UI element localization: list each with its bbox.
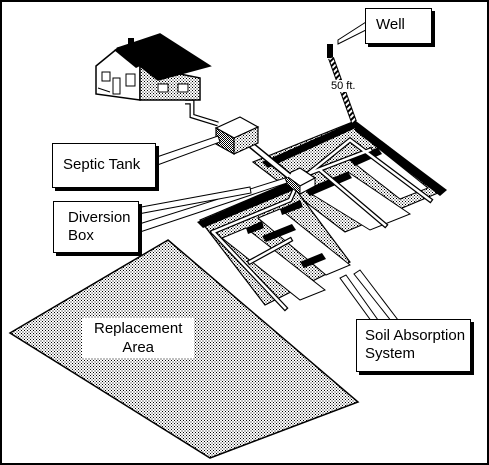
distribution-pipes	[211, 138, 432, 310]
house-drain-pipe-outline	[185, 99, 219, 127]
diversion-box-front	[299, 177, 316, 195]
diversion-box-label-line1: Diversion	[68, 209, 131, 226]
trench-wall	[350, 148, 382, 166]
house-window	[157, 83, 169, 93]
soil-absorption-callout: Soil Absorption System	[356, 319, 471, 372]
trench-wall	[305, 172, 352, 196]
diversion-box-label-line2: Box	[68, 227, 94, 244]
well-distance-label: 50 ft.	[330, 80, 357, 92]
septic-tank-leader	[147, 135, 221, 168]
well-leader	[337, 21, 367, 45]
soil-absorption-label-line2: System	[365, 345, 416, 362]
house	[95, 33, 212, 101]
replacement-area-label: Replacement Area	[82, 318, 195, 358]
trench-wall	[355, 121, 447, 196]
well-label: Well	[376, 16, 405, 33]
chimney	[128, 38, 134, 50]
trench-wall	[197, 182, 294, 228]
house-window	[177, 83, 189, 93]
trench-wall	[262, 224, 296, 242]
house-door	[112, 77, 121, 95]
septic-tank-callout: Septic Tank	[52, 143, 156, 188]
trench-gap	[221, 227, 326, 301]
trench-wall	[262, 121, 358, 168]
diversion-box-callout: Diversion Box	[53, 201, 139, 253]
trench-wall	[246, 221, 264, 234]
septic-tank-label: Septic Tank	[63, 156, 141, 173]
trench-wall	[300, 253, 326, 268]
soil-absorption-label-line1: Soil Absorption	[365, 327, 466, 344]
trench-gap	[257, 208, 351, 276]
replacement-area-label-line1: Replacement	[94, 320, 183, 337]
trench-wall	[280, 200, 303, 215]
callout-leaders	[135, 21, 399, 323]
well-callout: Well	[365, 8, 432, 44]
well-casing	[327, 44, 333, 58]
replacement-area-label-line2: Area	[122, 339, 155, 356]
soil-absorption-leader	[339, 274, 379, 323]
soil-absorption-system	[197, 120, 447, 312]
house-window	[101, 71, 111, 82]
house-window	[125, 73, 136, 87]
house-drain-pipe	[185, 100, 219, 126]
